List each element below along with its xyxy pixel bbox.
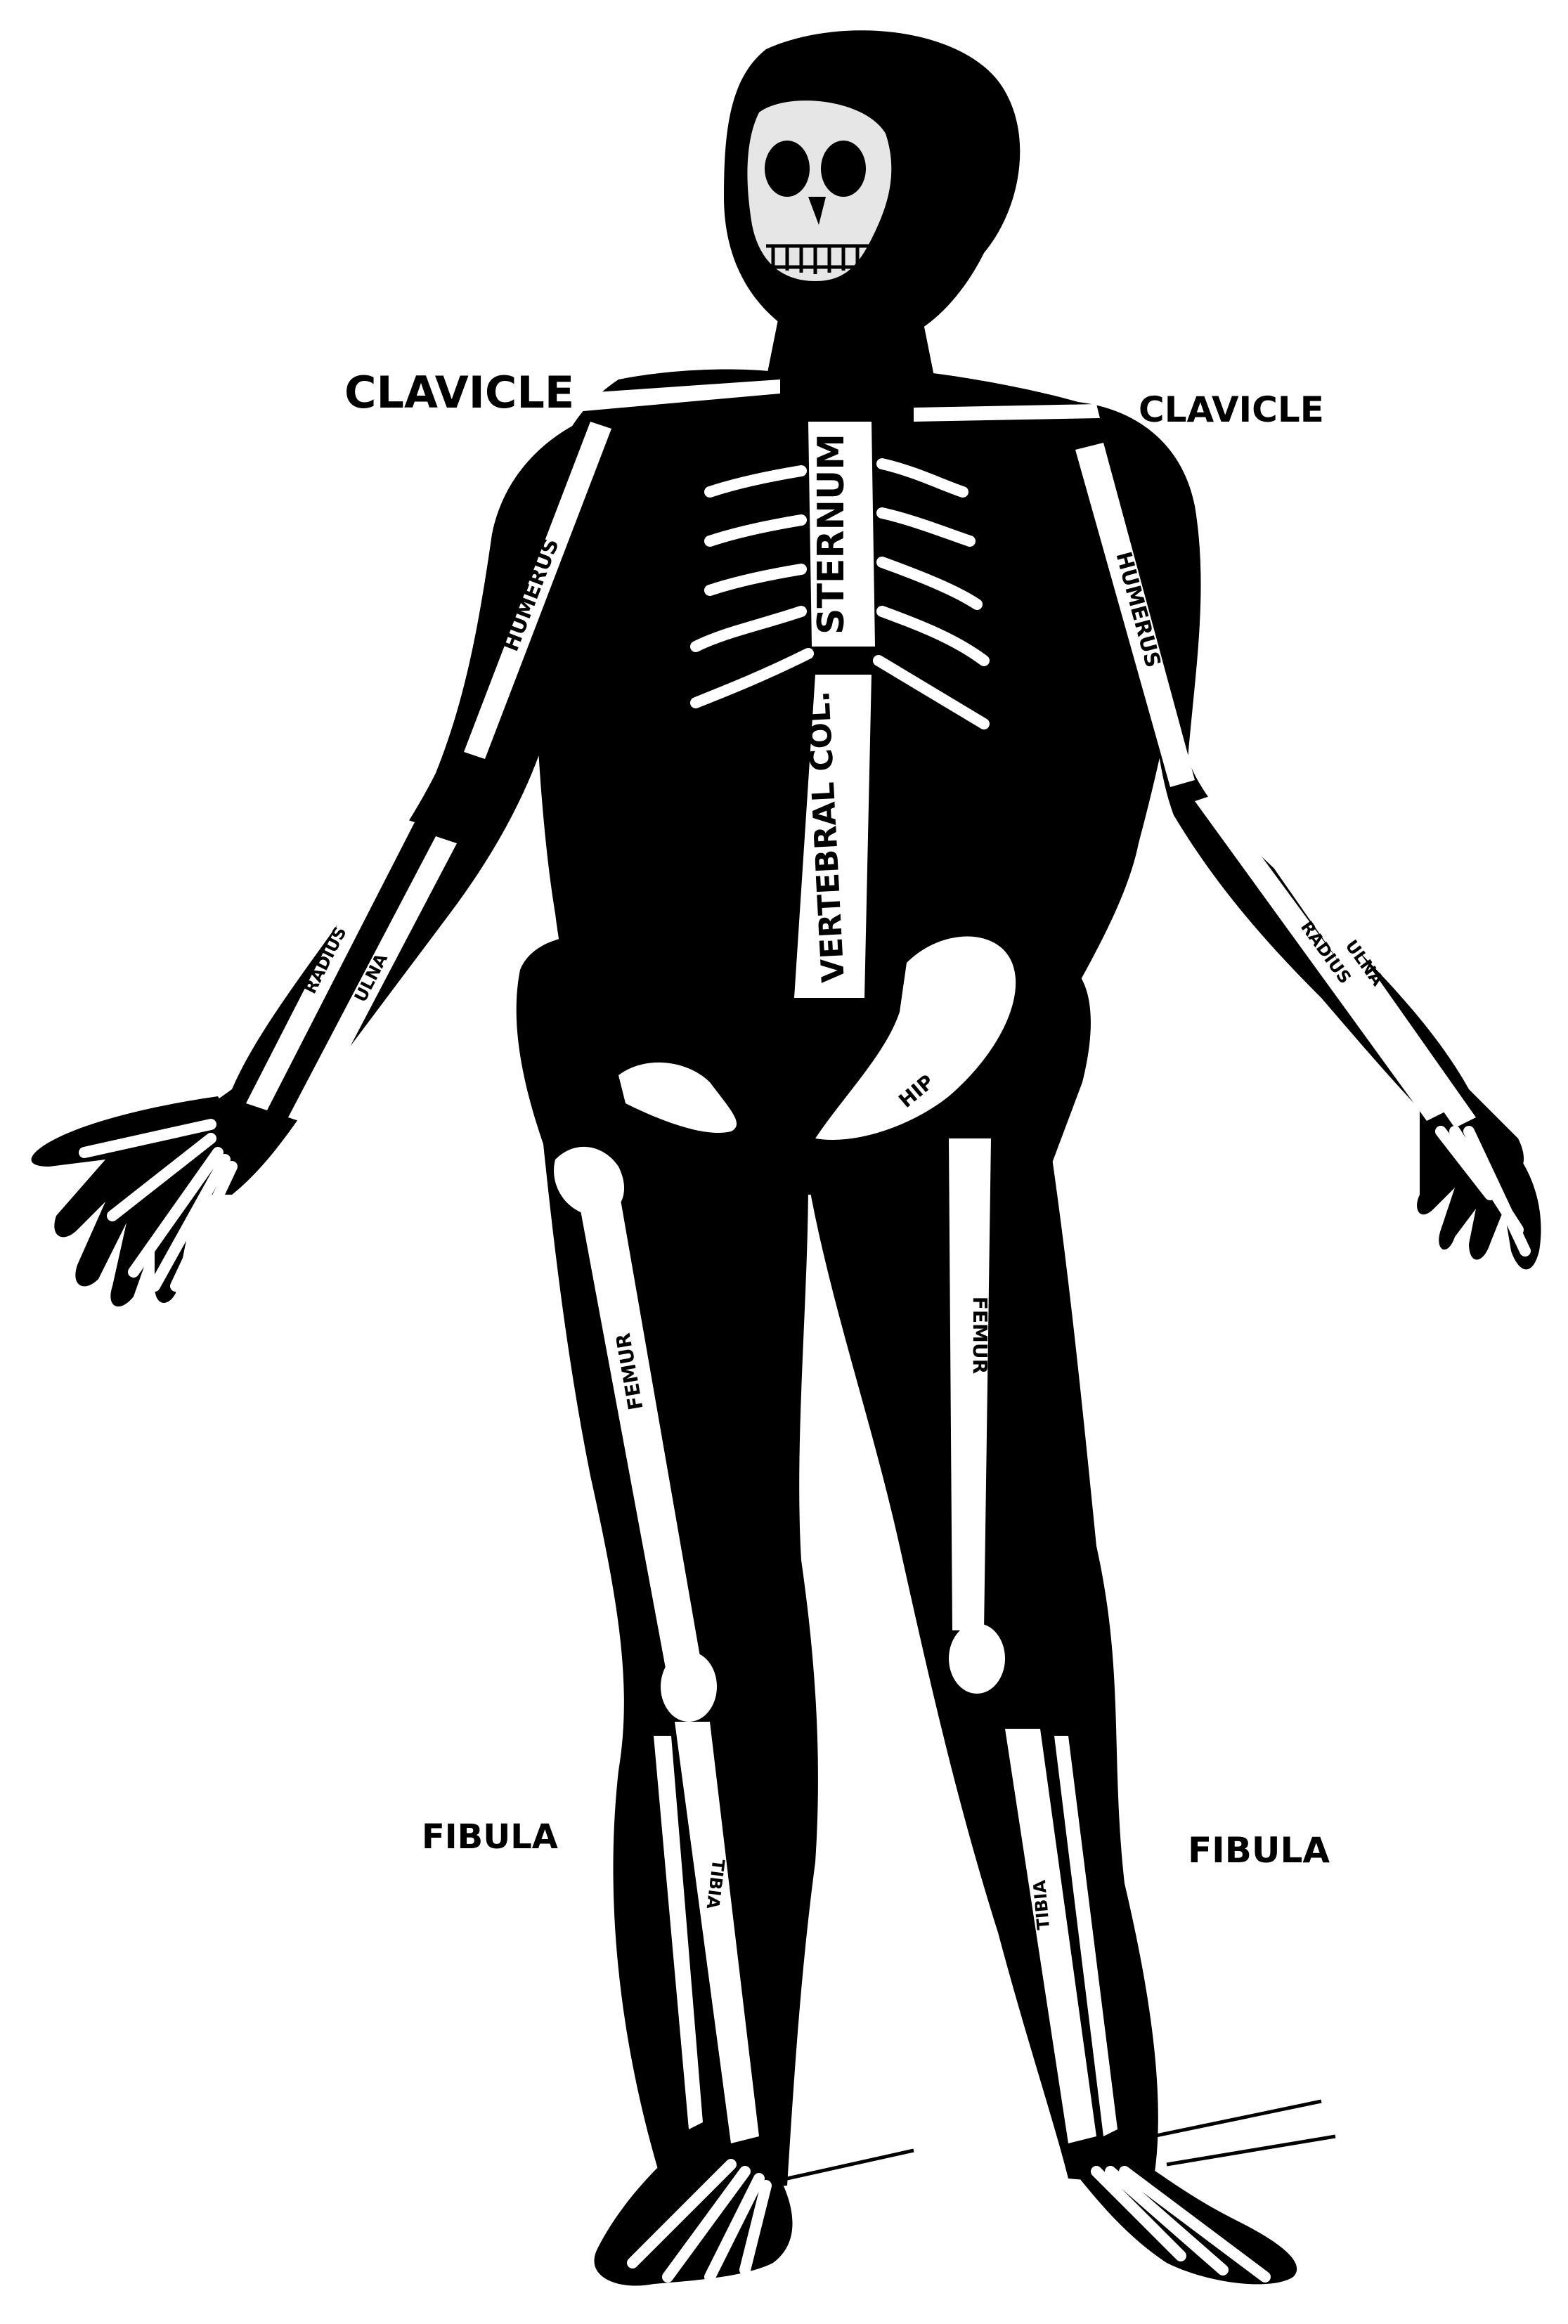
clavicle-label-left: CLAVICLE [344, 367, 574, 418]
femur-bone-right [949, 1138, 991, 1630]
clavicle-label-right: CLAVICLE [1139, 389, 1324, 430]
femur-label-right: FEMUR [968, 1297, 992, 1374]
fibula-label-left: FIBULA [422, 1817, 558, 1857]
right-eye-socket [821, 141, 866, 197]
neck [766, 309, 935, 379]
sternum-label: STERNUM [810, 434, 853, 635]
fibula-label-right: FIBULA [1188, 1830, 1330, 1871]
left-eye-socket [765, 141, 810, 197]
body-silhouette [32, 30, 1541, 2285]
kneecap-right [949, 1623, 1005, 1694]
kneecap-left [661, 1651, 717, 1722]
